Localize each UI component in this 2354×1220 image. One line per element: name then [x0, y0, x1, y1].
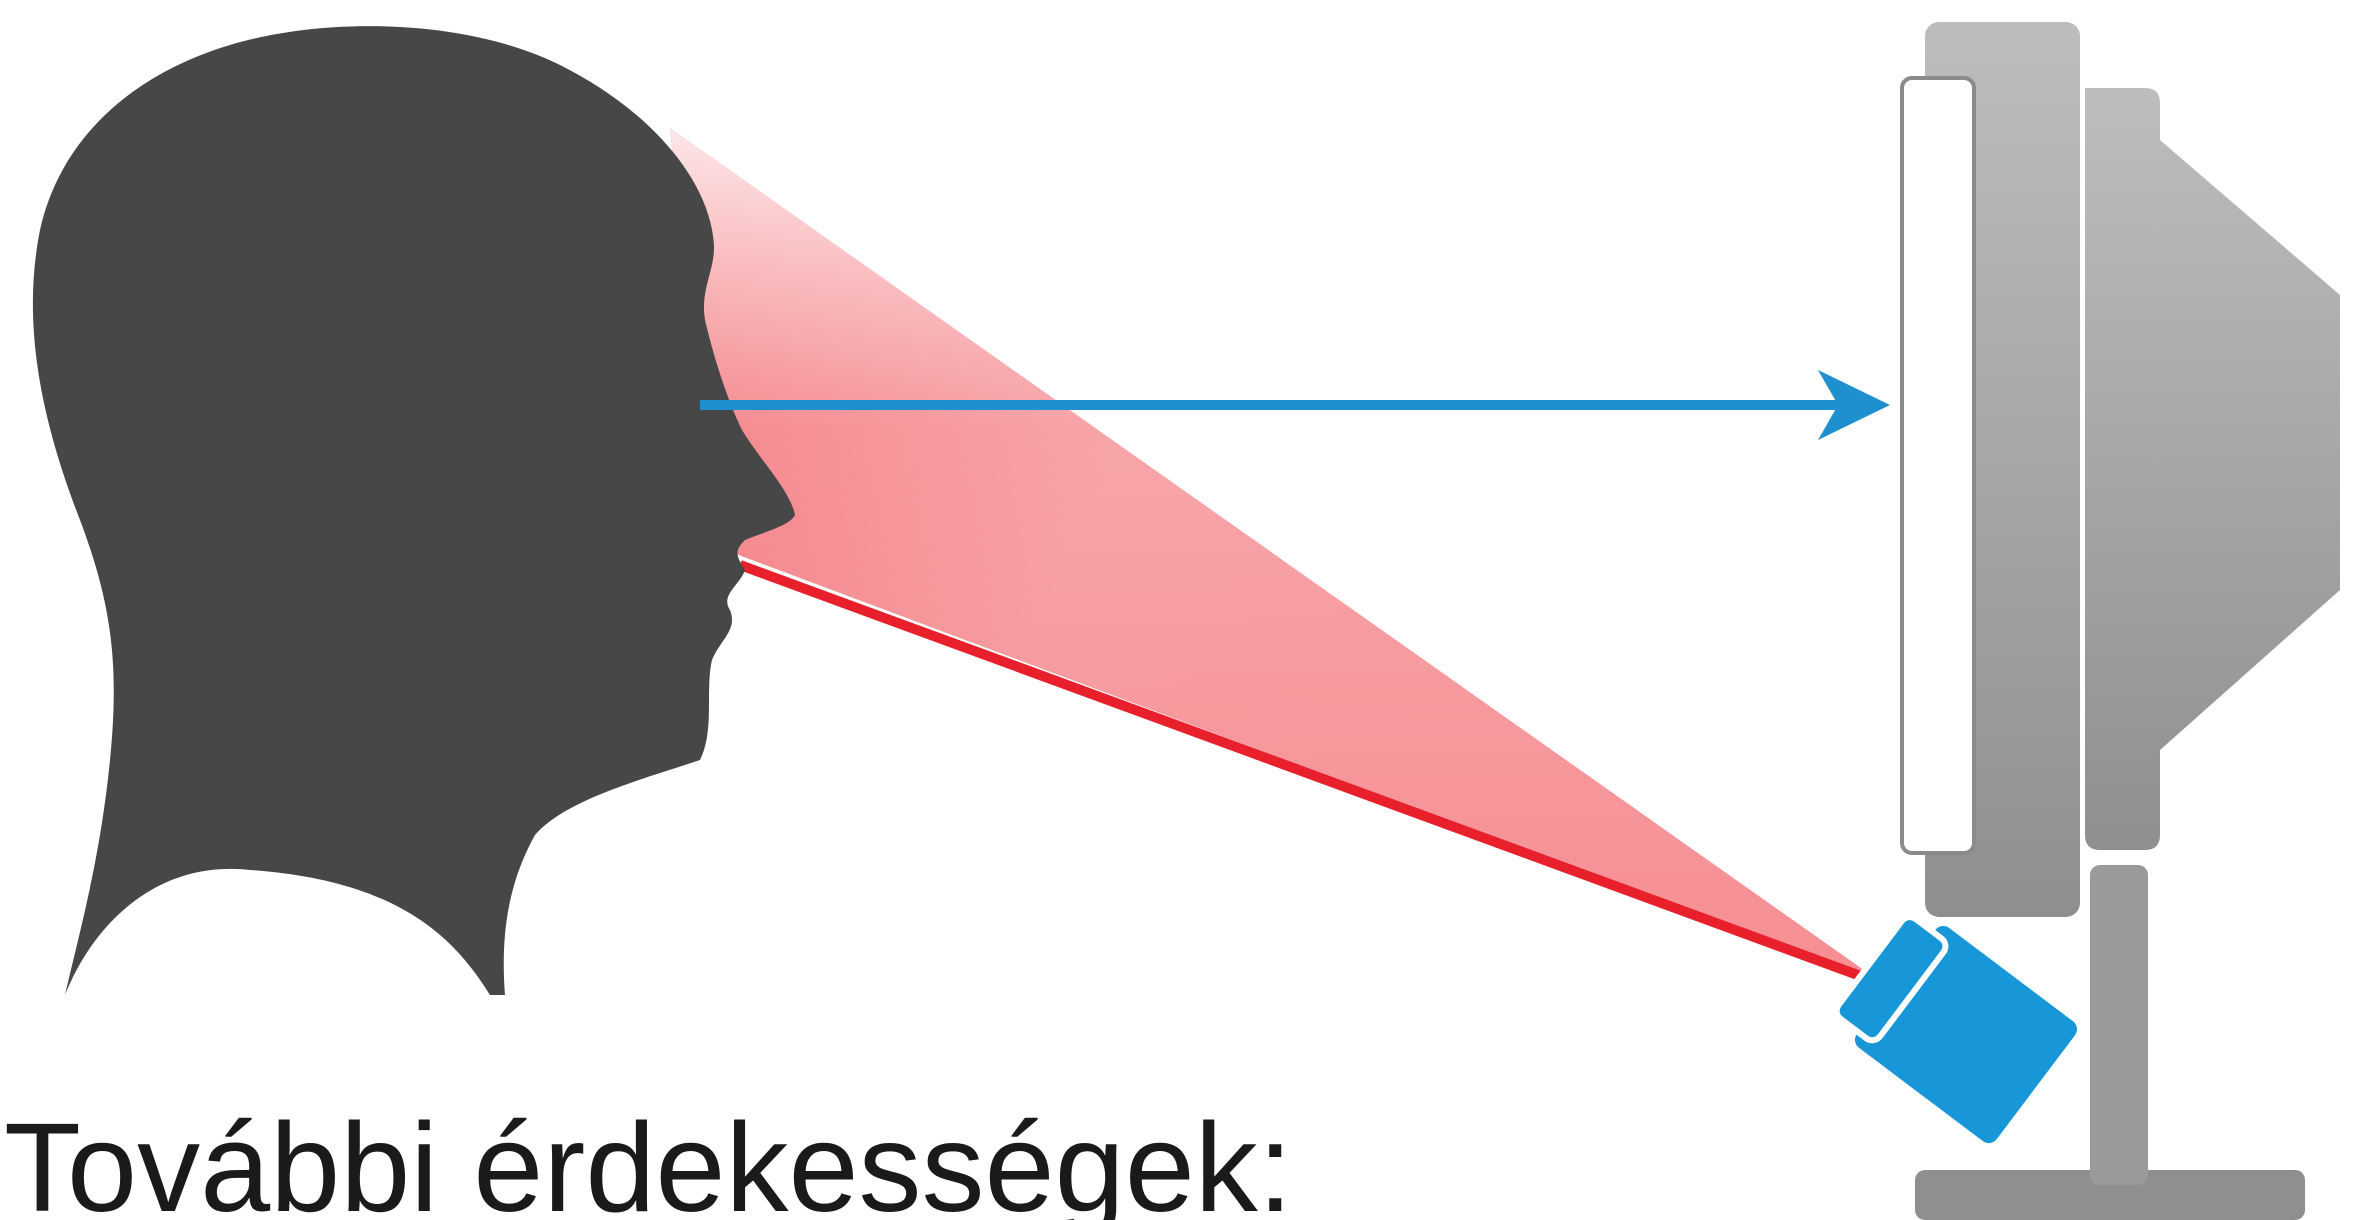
eye-tracker-device [1825, 903, 2081, 1147]
caption-text: További érdekességek: [4, 1105, 1293, 1220]
tracker-beam [670, 128, 1885, 985]
head-silhouette [33, 26, 795, 995]
